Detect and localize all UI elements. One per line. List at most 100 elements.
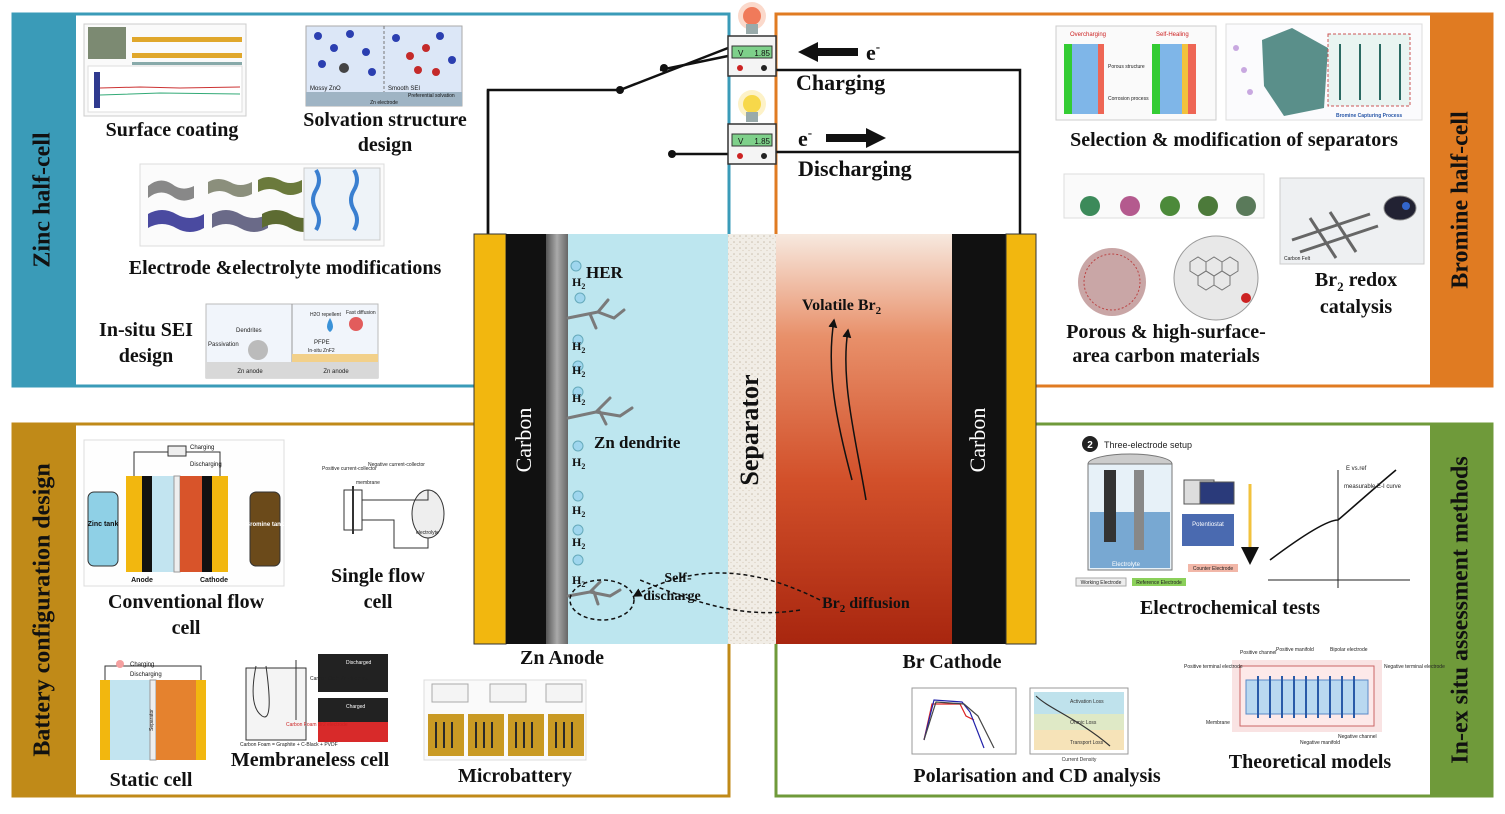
battery-panel-title: Battery configuration design [30, 463, 56, 756]
working-electrode-caption: Working Electrode [1081, 580, 1122, 586]
zn-anode-label: Zn Anode [520, 647, 604, 669]
separator-label: Separator [735, 374, 764, 485]
right-carbon-label: Carbon [965, 408, 990, 473]
h2-label: H2 [572, 363, 585, 379]
anode-caption: Anode [131, 577, 153, 584]
overcharging-caption: Overcharging [1070, 32, 1106, 38]
right-current-collector [1005, 233, 1037, 645]
h2-label: H2 [572, 573, 585, 589]
solvation-bottom-caption: Preferential solvation [408, 93, 455, 99]
membrane-model-caption: Membrane [1206, 720, 1230, 726]
ohmic-loss-caption: Ohmic Loss [1070, 720, 1097, 726]
self-discharge-zone [569, 579, 635, 621]
surface-coating-label: Surface coating [106, 119, 239, 141]
solvation-left-caption: Mossy ZnO [310, 86, 341, 92]
zinc-panel-sidebar [13, 14, 76, 386]
zinc-panel-title: Zinc half-cell [30, 132, 56, 268]
bromine-capture-thumbnail: Bromine Capturing Process [1225, 23, 1423, 121]
sei-fast-caption: Fast diffusion [346, 310, 376, 316]
zinc-half-cell-panel: Zinc half-cell [11, 12, 731, 388]
h2-label: H2 [572, 275, 585, 291]
negative-channel-caption: Negative channel [1338, 734, 1377, 740]
solvation-right-caption: Smooth SEI [388, 86, 420, 92]
bromine-capture-caption: Bromine Capturing Process [1336, 113, 1402, 119]
positive-channel-caption: Positive channel [1240, 650, 1276, 656]
single-flow-label-line1: Single flow [331, 565, 425, 587]
bromine-panel-title: Bromine half-cell [1448, 111, 1474, 289]
discharging-label: Discharging [798, 156, 912, 181]
bulb-icon-top [738, 2, 766, 34]
self-healing-caption: Self-Healing [1156, 32, 1189, 38]
solvation-structure-label-line2: design [358, 134, 412, 156]
hydrogen-labels: H2 H2 H2 H2 H2 H2 H2 H2 [572, 275, 585, 589]
sei-passivation-caption: Passivation [208, 342, 239, 348]
microbattery-thumbnail [423, 679, 587, 761]
dendrite-growths [566, 298, 634, 606]
voltmeter-top: V 1.85 [727, 35, 777, 77]
negative-cc-caption: Negative current-collector [368, 462, 425, 468]
conventional-flow-label-line1: Conventional flow [108, 591, 265, 613]
h2-label: H2 [572, 535, 585, 551]
activation-loss-caption: Activation Loss [1070, 699, 1104, 705]
sei-dendrites-caption: Dendrites [236, 328, 262, 334]
electron-charging: e- [866, 39, 880, 65]
hydrogen-bubbles [570, 260, 586, 566]
bromine-half-cell-panel: Bromine half-cell [774, 12, 1494, 388]
voltmeter-bottom-value: 1.85 [754, 137, 770, 146]
br2-diffusion-label: Br2 diffusion [822, 595, 910, 615]
theoretical-models-label: Theoretical models [1229, 751, 1392, 773]
h2-label: H2 [572, 339, 585, 355]
negative-terminal-caption: Negative terminal electrode [1384, 664, 1445, 670]
discharged-caption: Discharged [346, 660, 372, 666]
self-discharge-label-line2: discharge [643, 589, 701, 604]
current-density-caption: Current Density [1062, 757, 1097, 763]
solvation-structure-thumbnail: Mossy ZnO Smooth SEI Preferential solvat… [305, 25, 463, 107]
static-discharging-caption: Discharging [130, 672, 162, 678]
voltmeter-bottom: V 1.85 [727, 123, 777, 165]
discharging-arrow-icon [826, 128, 886, 148]
battery-panel-sidebar [13, 424, 76, 796]
battery-configuration-panel: Battery configuration design [11, 422, 731, 798]
solvation-electrode-caption: Zn electrode [370, 100, 398, 106]
carbon-foam-caption: Carbon Foam Br2 electrode [286, 722, 348, 728]
membraneless-label: Membraneless cell [231, 749, 390, 771]
porous-carbon-label-line2: area carbon materials [1072, 345, 1260, 367]
insitu-sei-label-line2: design [119, 345, 173, 367]
h2-label: H2 [572, 391, 585, 407]
electrochemical-tests-label: Electrochemical tests [1140, 597, 1320, 619]
charged-caption: Charged [346, 704, 365, 710]
her-label: HER [586, 263, 624, 282]
electron-discharging: e- [798, 125, 812, 151]
counter-electrode-caption: Counter Electrode [1193, 566, 1234, 572]
carbon-felt-caption: Carbon Felt [1284, 256, 1311, 262]
zn-dendrite-label: Zn dendrite [594, 433, 681, 452]
sei-anode-caption-right: Zn anode [323, 369, 349, 375]
sei-h2o-caption: H2O repellent [310, 312, 341, 318]
catalysis-label-line2: catalysis [1320, 296, 1392, 318]
foam-recipe-caption: Carbon Foam = Graphite + C-Black + PVDF [240, 742, 338, 748]
three-electrode-electrolyte-caption: Electrolyte [1112, 562, 1141, 568]
positive-terminal-caption: Positive terminal electrode [1184, 664, 1243, 670]
positive-manifold-caption: Positive manifold [1276, 647, 1314, 653]
positive-cc-caption: Positive current-collector [322, 466, 377, 472]
bromine-tank-caption: Bromine tank [246, 522, 285, 528]
separator-modification-label: Selection & modification of separators [1070, 129, 1398, 151]
h2-label: H2 [572, 455, 585, 471]
assessment-methods-panel: In-ex situ assessment methods [774, 422, 1494, 798]
membraneless-thumbnail: Carbon Cloth Zn electrode Carbon Foam Br… [236, 650, 390, 748]
reference-electrode-caption: Reference Electrode [1136, 580, 1182, 586]
bulb-icon-bottom [738, 90, 766, 122]
surface-coating-thumbnail [83, 23, 247, 117]
transport-loss-caption: Transport Loss [1070, 740, 1104, 746]
assessment-panel-title: In-ex situ assessment methods [1448, 456, 1474, 763]
microbattery-label: Microbattery [458, 765, 572, 787]
volatile-br2-arrow-2 [828, 318, 853, 481]
insitu-sei-label-line1: In-situ SEI [99, 319, 193, 341]
br2-diffusion-arrow [632, 572, 821, 601]
single-flow-label-line2: cell [364, 591, 393, 613]
porous-carbon-label-line1: Porous & high-surface- [1066, 321, 1266, 343]
bipolar-electrode-caption: Bipolar electrode [1330, 647, 1368, 653]
br2-diffusion-arrow-lower [639, 579, 801, 614]
conventional-flow-label-line2: cell [172, 617, 201, 639]
catalysis-thumbnail: Carbon Felt [1279, 177, 1425, 265]
